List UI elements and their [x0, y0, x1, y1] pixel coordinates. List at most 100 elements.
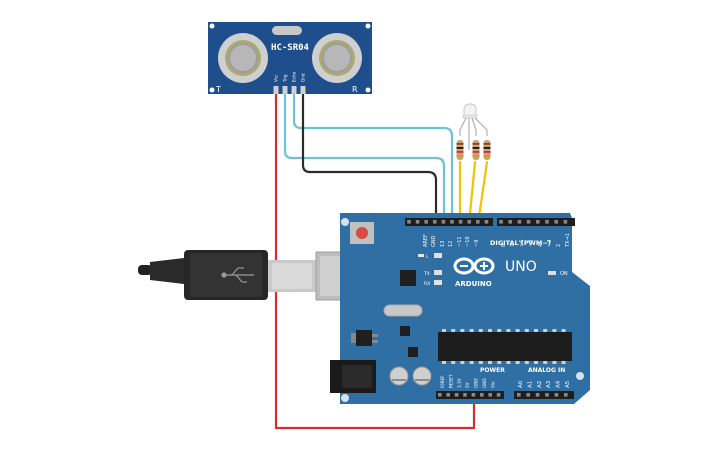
digital-pin[interactable]	[415, 220, 420, 224]
board-brand: ARDUINO	[455, 280, 492, 288]
arduino-logo-icon	[453, 257, 495, 275]
sensor-pin[interactable]	[273, 86, 279, 94]
power-pin[interactable]	[463, 393, 467, 397]
digital-pin-label: 2	[556, 244, 562, 247]
capacitors	[389, 366, 432, 386]
sensor-pin[interactable]	[282, 86, 288, 94]
digital-pin[interactable]	[467, 220, 471, 224]
digital-pin-label: ~10	[465, 236, 471, 247]
analog-pin-label: A5	[565, 380, 571, 388]
power-pin-label: IOREF	[440, 375, 445, 388]
digital-pin-label: RX←0	[574, 233, 580, 247]
digital-pin[interactable]	[536, 220, 540, 224]
digital-pins[interactable]	[407, 220, 568, 224]
analog-pin[interactable]	[564, 393, 568, 397]
resistor[interactable]	[456, 140, 464, 160]
analog-pin[interactable]	[535, 393, 540, 397]
sensor-pin[interactable]	[291, 86, 297, 94]
wire-gnd-black[interactable]	[301, 90, 438, 226]
sensor-pin-label: Gnd	[301, 73, 306, 82]
digital-pin[interactable]	[554, 220, 558, 224]
digital-pin-label: ~11	[457, 236, 463, 247]
power-pin[interactable]	[446, 393, 450, 397]
digital-pin[interactable]	[517, 220, 522, 224]
sensor-model: HC-SR04	[271, 43, 310, 53]
digital-pin[interactable]	[450, 220, 454, 224]
power-jack[interactable]	[330, 360, 376, 393]
power-label: POWER	[480, 367, 505, 374]
analog-pin[interactable]	[545, 393, 549, 397]
power-pin-label: GND	[482, 378, 487, 388]
board-model: UNO	[505, 259, 537, 275]
power-pin-label: GND	[474, 378, 479, 388]
power-pin[interactable]	[488, 393, 492, 397]
rgb-led[interactable]	[459, 103, 488, 150]
analog-pin[interactable]	[554, 393, 559, 397]
sensor-label-t: T	[215, 85, 221, 94]
digital-pin[interactable]	[458, 220, 463, 224]
crystal	[383, 304, 423, 317]
digital-pin-label: 4	[538, 244, 544, 247]
power-pin[interactable]	[454, 393, 459, 397]
status-leds: L TX RX	[418, 253, 442, 287]
sensor-label-r: R	[352, 85, 358, 94]
resistor[interactable]	[483, 140, 491, 160]
digital-pin-label: 12	[448, 241, 454, 247]
digital-pin[interactable]	[484, 220, 489, 224]
digital-pin-label: 8	[501, 244, 507, 247]
analog-label: ANALOG IN	[528, 367, 565, 374]
transducer-right	[312, 33, 362, 83]
digital-pin-label: ~3	[547, 240, 553, 247]
wire-trig-cyan[interactable]	[283, 90, 446, 226]
digital-pin[interactable]	[407, 220, 411, 224]
digital-pin-label: AREF	[423, 234, 429, 247]
analog-pin[interactable]	[517, 393, 521, 397]
power-pin[interactable]	[496, 393, 501, 397]
resistors[interactable]	[456, 140, 491, 160]
resistor[interactable]	[472, 140, 480, 160]
usb-icon	[221, 267, 254, 283]
sensor-pins[interactable]	[273, 86, 306, 94]
sensor-pin-label: Vcc	[274, 74, 279, 82]
digital-pin[interactable]	[476, 220, 480, 224]
on-label: ON	[560, 271, 568, 277]
digital-label: DIGITAL (PWM~)	[490, 239, 551, 247]
bottom-headers	[436, 391, 574, 399]
wire-echo-cyan[interactable]	[292, 90, 454, 226]
digital-pin[interactable]	[441, 220, 446, 224]
power-pin-label: Vin	[490, 381, 495, 388]
power-pin[interactable]	[480, 393, 484, 397]
analog-pin-label: A2	[537, 381, 543, 388]
digital-pin-label: GND	[431, 235, 437, 247]
digital-pin[interactable]	[545, 220, 549, 224]
sensor-pin-label: Trig	[283, 74, 288, 83]
power-pin-label: RESET	[448, 374, 453, 388]
digital-pin[interactable]	[526, 220, 531, 224]
power-analog-pins[interactable]	[438, 393, 568, 397]
digital-pin-label: ~5	[528, 240, 534, 247]
digital-pin-label: 7	[510, 244, 516, 247]
analog-pin[interactable]	[526, 393, 530, 397]
power-pin[interactable]	[438, 393, 442, 397]
reset-button[interactable]	[350, 222, 374, 244]
analog-pin-label: A1	[527, 381, 533, 388]
transducer-left	[218, 33, 268, 83]
power-pin[interactable]	[471, 393, 476, 397]
digital-pin[interactable]	[508, 220, 512, 224]
led-label-tx: TX	[423, 271, 430, 277]
digital-pin[interactable]	[433, 220, 437, 224]
power-pin-label: 3.3V	[457, 378, 462, 388]
digital-pin[interactable]	[563, 220, 568, 224]
sensor-pin[interactable]	[300, 86, 306, 94]
usb-chip	[400, 270, 416, 286]
digital-pin-label: ~9	[474, 240, 480, 247]
digital-pin[interactable]	[499, 220, 503, 224]
digital-pin-label: 13	[440, 241, 446, 247]
atmega-chip	[438, 329, 572, 364]
digital-pin[interactable]	[424, 220, 428, 224]
led-label-l: L	[426, 254, 429, 260]
